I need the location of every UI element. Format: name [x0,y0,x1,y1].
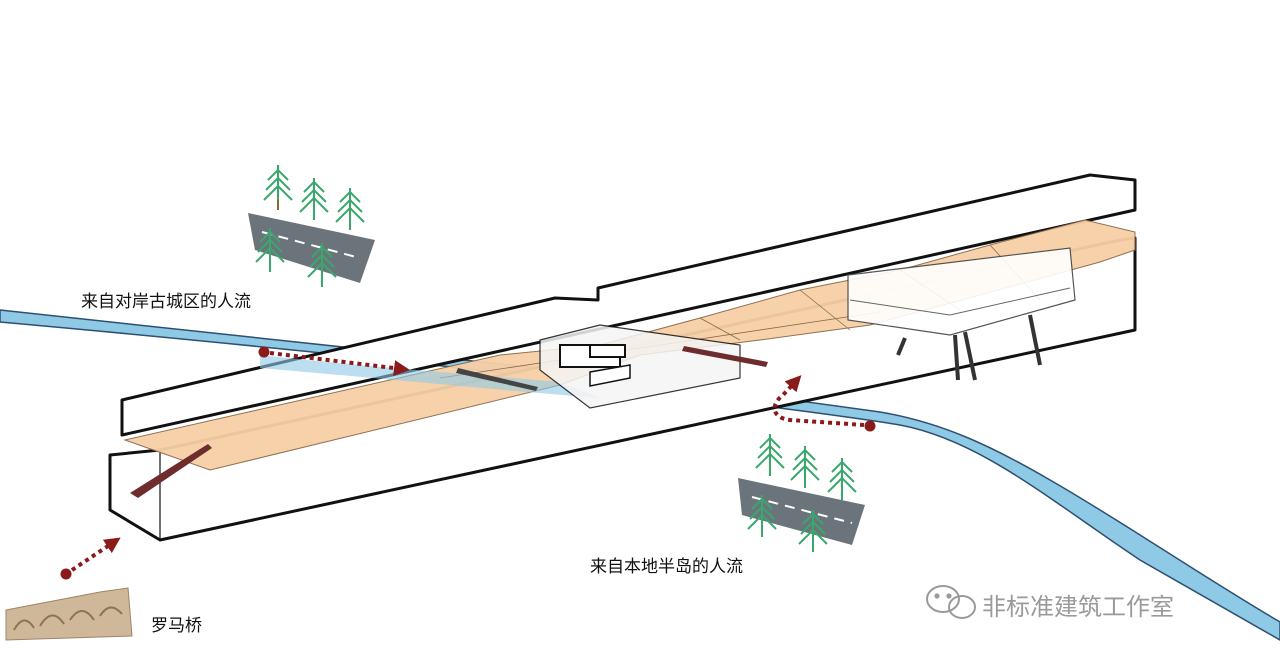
label-flow-peninsula: 来自本地半岛的人流 [590,557,743,577]
watermark-text: 非标准建筑工作室 [982,593,1174,621]
road-with-trees-north [248,213,375,283]
flow-origin-dot-old-town [258,346,270,358]
river-overlay [260,355,600,398]
tree-icon [255,228,285,272]
tree-icon [299,178,329,220]
tree-icon [335,188,365,230]
ramp-right [682,346,768,367]
roman-bridge-image [5,587,133,641]
tree-icon [827,458,857,500]
flow-arrow-peninsula [772,375,865,427]
central-pavilion [539,324,741,409]
tree-icon [307,243,337,287]
wechat-icon [926,585,976,619]
tree-icon [755,434,785,476]
flow-arrows [60,346,876,580]
flow-origin-dot-peninsula [864,420,876,432]
trees [255,165,857,552]
tree-icon [747,495,777,537]
flow-arrow-old-town [269,351,410,376]
label-flow-old-town: 来自对岸古城区的人流 [81,292,251,312]
tree-icon [263,165,293,210]
right-pavilion [847,247,1076,381]
ramp-center [456,368,538,391]
ramp-left [130,444,212,498]
tree-icon [798,510,828,552]
flow-origin-dot-roman-bridge [60,568,72,580]
tree-icon [790,446,820,488]
flow-arrow-roman-bridge [70,537,121,572]
label-roman-bridge: 罗马桥 [151,616,202,636]
road-with-trees-south [738,478,865,545]
